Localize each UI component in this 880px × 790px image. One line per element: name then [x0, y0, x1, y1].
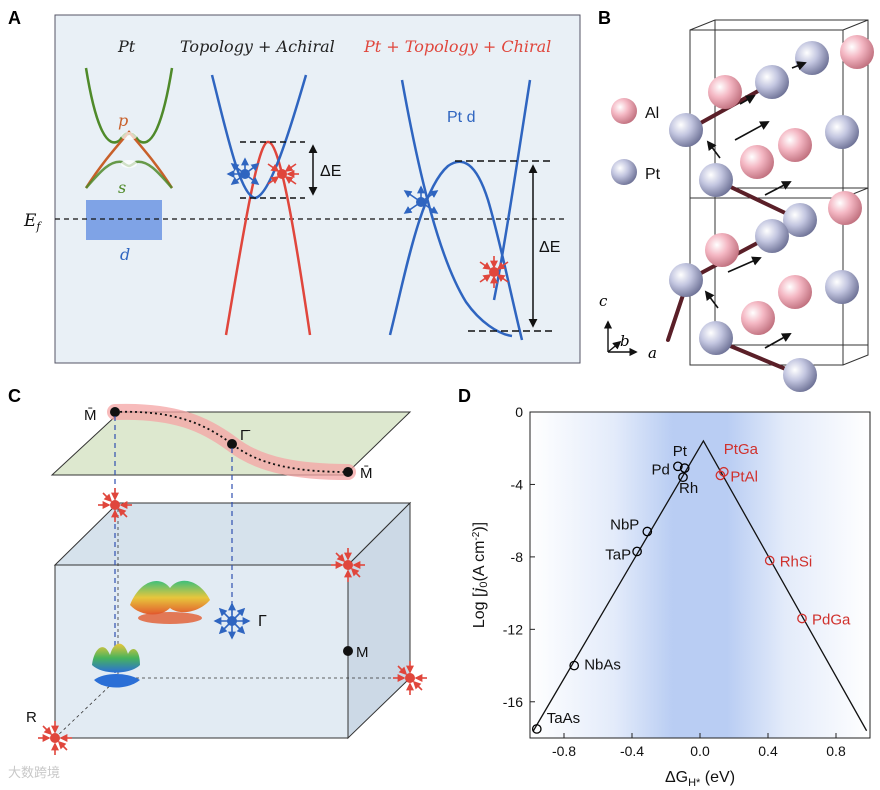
- data-point-tap: [632, 546, 642, 557]
- data-label-taas: TaAs: [547, 710, 580, 727]
- band-s-glow: [121, 160, 137, 168]
- data-label-pt: Pt: [673, 443, 688, 460]
- x-tick-label: -0.8: [552, 743, 576, 759]
- achiral-delta-e-label: ΔE: [320, 163, 341, 180]
- data-label-pd: Pd: [652, 461, 670, 478]
- data-label-tap: TaP: [605, 546, 631, 563]
- panel-a-background: [54, 14, 581, 364]
- achiral-red-band: [224, 140, 312, 336]
- panel-label-c: C: [8, 386, 21, 406]
- chiral-source-node: [403, 185, 439, 214]
- fermi-surface-3d-lower: [92, 643, 140, 688]
- x-tick-label: 0.0: [690, 743, 710, 759]
- data-point-pd: [673, 461, 683, 472]
- axis-c-label: c: [599, 292, 608, 310]
- sink-node-r: [38, 721, 72, 755]
- pt-d-label: Pt d: [447, 109, 475, 126]
- panel-label-b: B: [598, 8, 611, 28]
- title-chiral: Pt + Topology + Chiral: [363, 37, 551, 56]
- data-label-rhsi: RhSi: [780, 554, 813, 571]
- y-tick-label: -8: [511, 549, 524, 565]
- data-point-nbas: [569, 660, 580, 671]
- data-label-ptga: PtGa: [724, 441, 759, 458]
- y-tick-label: -4: [511, 476, 524, 492]
- data-label-ptal: PtAl: [730, 468, 758, 485]
- label-gamma-bar: Γ̄: [240, 427, 250, 444]
- x-tick-label: 0.8: [826, 743, 846, 759]
- legend-pt-swatch: [611, 159, 637, 185]
- fermi-label: Ef: [23, 211, 42, 233]
- label-gamma: Γ: [258, 613, 267, 630]
- sink-node-right-top: [331, 548, 365, 582]
- title-achiral: Topology + Achiral: [180, 37, 335, 56]
- band-d-box: [86, 200, 162, 240]
- x-axis-label: ΔGH* (eV): [665, 769, 735, 789]
- sink-node-right-bottom: [393, 661, 427, 695]
- sink-node-top: [98, 488, 132, 522]
- label-r: R: [26, 709, 37, 726]
- data-point-pdga: [797, 613, 807, 624]
- plot-frame: [529, 411, 871, 739]
- achiral-source-node: [226, 157, 260, 185]
- label-m-bar-left: M̄: [84, 407, 97, 424]
- legend-al-swatch: [611, 98, 637, 124]
- data-point-taas: [531, 724, 542, 734]
- node-m: [343, 646, 353, 656]
- data-point-pt: [679, 463, 690, 473]
- title-pt: Pt: [117, 37, 136, 56]
- node-m-bar-right: [343, 467, 353, 477]
- band-p-label: p: [118, 111, 128, 130]
- chiral-delta-e-label: ΔE: [539, 239, 560, 256]
- watermark-text: 大数跨境: [8, 766, 61, 781]
- x-tick-label: -0.4: [620, 743, 644, 759]
- label-m-bar-right: M̄: [360, 465, 373, 482]
- crystal-spin-arrows: [704, 61, 807, 349]
- panel-label-a: A: [8, 8, 21, 28]
- data-point-nbp: [642, 526, 653, 537]
- volcano-line: [532, 439, 868, 732]
- y-axis-label: Log [j0(A cm-2)]: [469, 522, 490, 628]
- band-s-label: s: [118, 178, 126, 197]
- axis-b-label: b: [620, 332, 630, 350]
- x-tick-label: 0.4: [758, 743, 778, 759]
- y-tick-label: -16: [503, 694, 523, 710]
- axis-triad: [603, 320, 638, 357]
- data-label-pdga: PdGa: [812, 611, 851, 628]
- band-d-label: d: [120, 245, 130, 264]
- y-tick-label: 0: [515, 404, 523, 420]
- data-label-rh: Rh: [679, 480, 698, 497]
- node-gamma: [213, 602, 251, 640]
- achiral-sink-node: [267, 163, 299, 185]
- label-m: M: [356, 644, 369, 661]
- data-point-rhsi: [764, 555, 775, 566]
- legend-al-label: Al: [645, 105, 659, 122]
- data-label-nbas: NbAs: [584, 657, 621, 674]
- chiral-sink-node: [479, 256, 509, 288]
- y-tick-label: -12: [503, 621, 523, 637]
- panel-label-d: D: [458, 386, 471, 406]
- fermi-surface-3d-upper: [130, 580, 210, 624]
- node-gamma-bar: [227, 439, 237, 449]
- plot-background: [530, 412, 870, 738]
- legend-pt-label: Pt: [645, 166, 661, 183]
- data-point-rh: [678, 472, 688, 483]
- axis-a-label: a: [648, 344, 657, 362]
- chiral-blue-band-2: [388, 160, 524, 341]
- band-p-glow: [121, 132, 137, 140]
- data-point-ptal: [715, 470, 726, 481]
- node-m-bar-left: [110, 407, 120, 417]
- data-label-nbp: NbP: [610, 517, 639, 534]
- chiral-blue-band-1: [400, 79, 513, 338]
